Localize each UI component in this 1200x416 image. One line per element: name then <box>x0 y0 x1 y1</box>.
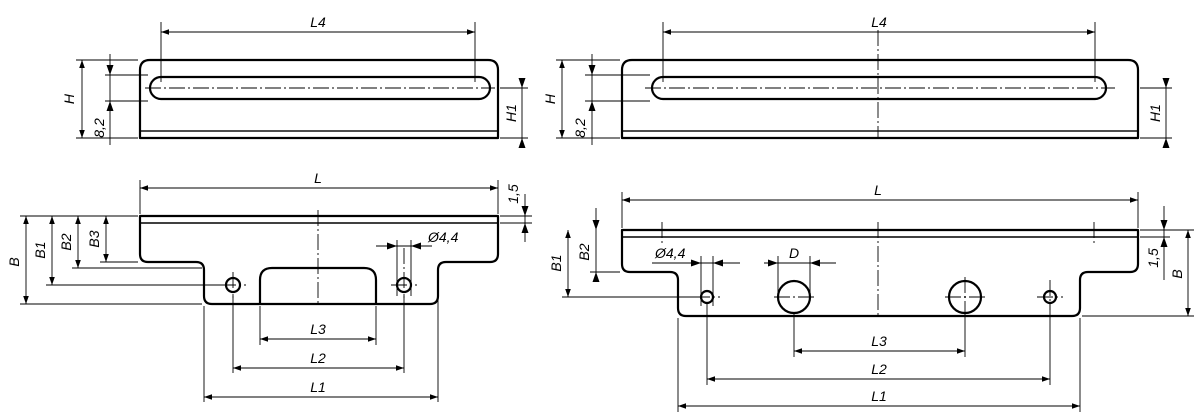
label-82-right: 8,2 <box>572 118 588 138</box>
left-front-view: L4 H 8,2 H1 <box>61 14 528 148</box>
left-plate-outline <box>138 214 500 306</box>
label-h1-left: H1 <box>503 104 519 122</box>
right-front-view: L4 H 8,2 H1 <box>542 14 1172 148</box>
label-d-right: D <box>789 245 799 261</box>
label-h-left: H <box>61 93 77 104</box>
label-b-right: B <box>1169 269 1185 278</box>
left-front-base <box>139 130 499 139</box>
label-h1-right: H1 <box>1147 104 1163 122</box>
left-front-outline <box>138 58 500 140</box>
label-b1-right: B1 <box>548 254 564 271</box>
label-l2-left: L2 <box>310 350 326 366</box>
label-15-right: 1,5 <box>1145 248 1161 268</box>
label-l1-right: L1 <box>871 388 887 404</box>
label-l3-left: L3 <box>310 321 326 337</box>
label-h-right: H <box>542 93 558 104</box>
label-hole-dia-right: Ø4,4 <box>654 245 686 261</box>
label-l1-left: L1 <box>310 379 326 395</box>
right-front-outline <box>620 58 1140 140</box>
label-l-left: L <box>314 170 322 186</box>
right-front-base <box>621 130 1139 139</box>
right-top-view: L 1,5 B B1 B2 Ø4,4 D <box>548 182 1194 412</box>
label-b-left: B <box>6 257 22 266</box>
label-hole-dia-left: Ø4,4 <box>427 229 459 245</box>
label-l4-left: L4 <box>310 14 326 30</box>
label-l-right: L <box>874 182 882 198</box>
right-plate-outline <box>620 228 1140 318</box>
label-b2-right: B2 <box>576 243 592 260</box>
left-top-view: L 1,5 B B1 B2 B3 Ø4,4 <box>6 170 532 402</box>
label-b2-left: B2 <box>58 233 74 250</box>
label-b1-left: B1 <box>32 241 48 258</box>
label-82-left: 8,2 <box>91 118 107 138</box>
label-l4-right: L4 <box>871 14 887 30</box>
label-b3-left: B3 <box>86 230 102 247</box>
label-15-left: 1,5 <box>505 184 521 204</box>
label-l3-right: L3 <box>871 333 887 349</box>
label-l2-right: L2 <box>871 361 887 377</box>
